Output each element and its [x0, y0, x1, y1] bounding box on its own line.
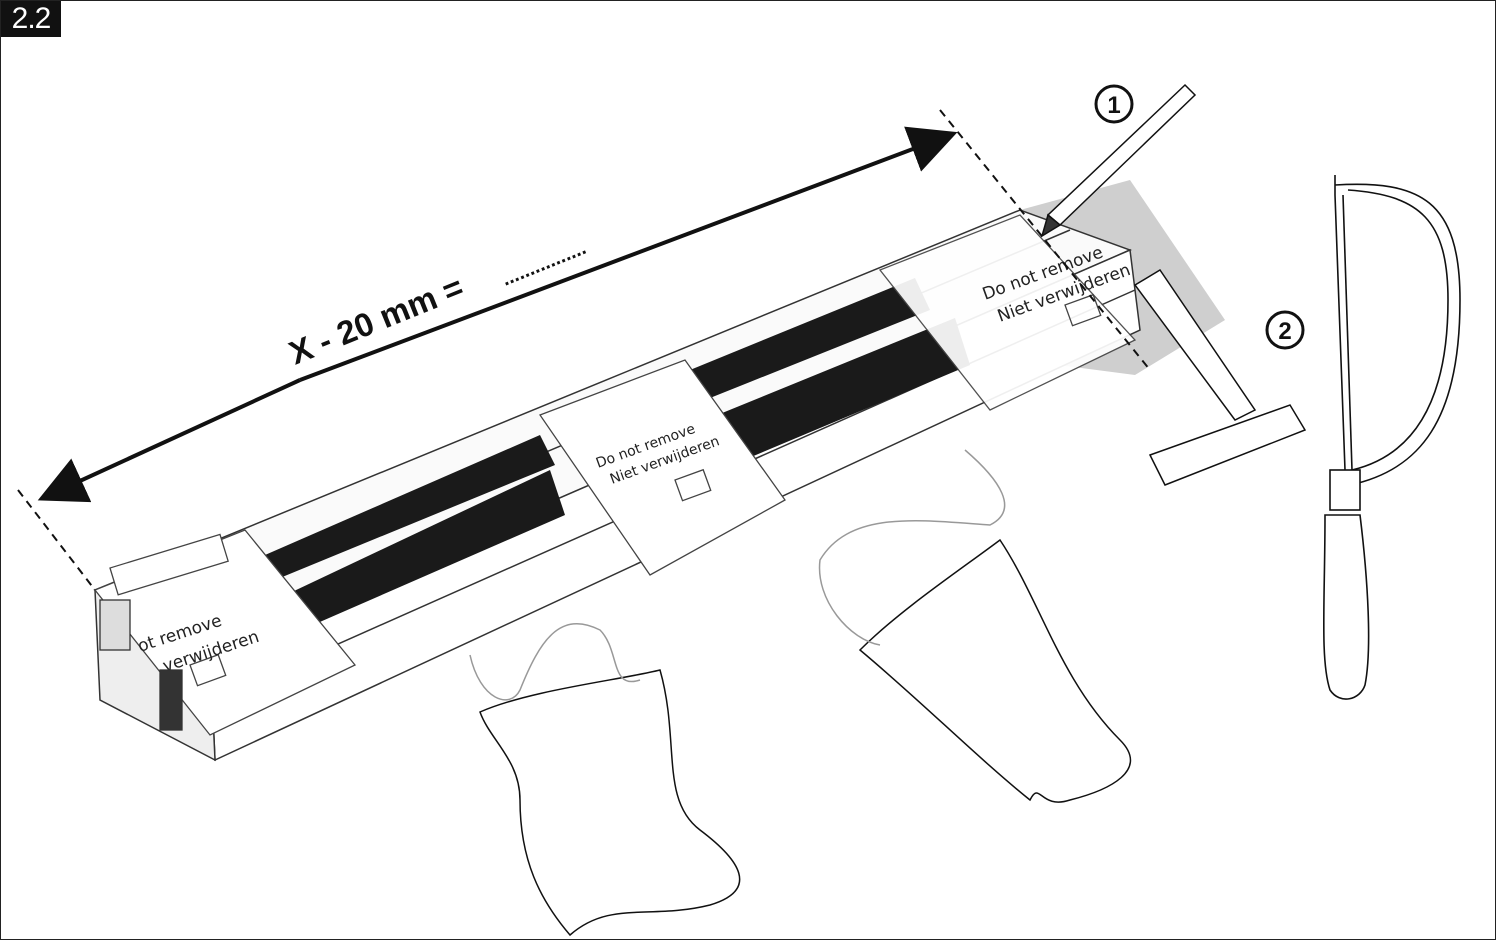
cable-bag-right: [818, 449, 1132, 803]
dimension-blank: ................: [499, 237, 590, 291]
dimension-arrow-right: [299, 126, 958, 382]
hacksaw-icon: [1322, 175, 1461, 700]
dimension-extension-left: [17, 489, 96, 591]
pencil-icon: [1040, 83, 1197, 238]
svg-text:1: 1: [1107, 92, 1120, 119]
brush-strips: [265, 278, 970, 635]
callout-2: 2: [1265, 310, 1305, 350]
label-sleeve-middle: [538, 359, 786, 576]
svg-text:2: 2: [1278, 318, 1291, 345]
dimension-formula: X - 20 mm =: [284, 268, 469, 371]
label-sleeve-right: [878, 214, 1137, 411]
try-square-icon: [1133, 268, 1307, 486]
callout-1: 1: [1094, 84, 1134, 124]
cable-bag-left: [469, 623, 741, 937]
dimension-arrow: [37, 378, 301, 503]
label-sleeve-left: [93, 529, 357, 736]
rail-end-profile: [99, 599, 183, 731]
step-number-badge: 2.2: [1, 1, 61, 37]
